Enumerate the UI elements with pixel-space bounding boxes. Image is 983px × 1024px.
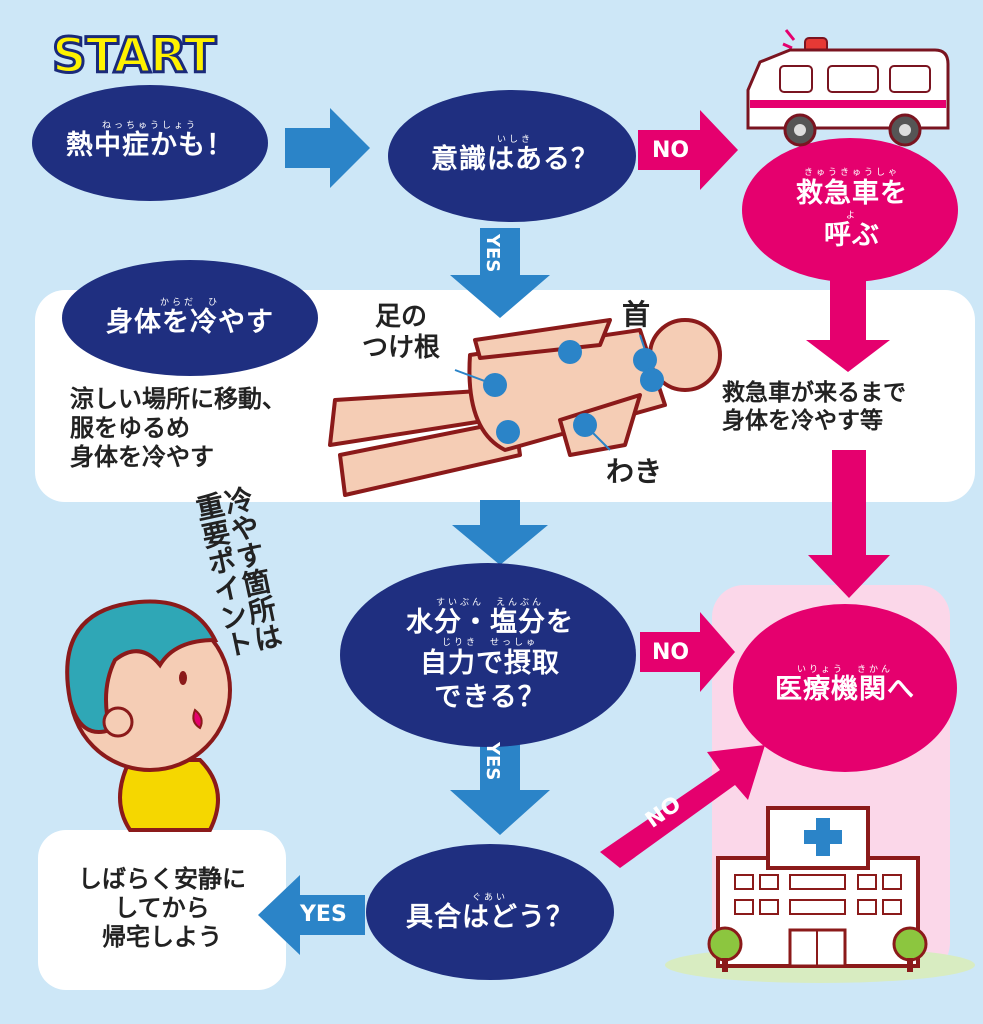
- rest-panel: [38, 830, 286, 990]
- no-label-1: NO: [652, 138, 690, 163]
- neck-point-1: [633, 348, 657, 372]
- arrow-start-to-conscious: [285, 108, 370, 188]
- start-label: START: [50, 27, 217, 86]
- groin-point-2: [483, 373, 507, 397]
- groin-point-1: [558, 340, 582, 364]
- groin-label: 足のつけ根: [362, 302, 441, 364]
- no-arrow-1: [638, 110, 738, 190]
- no-label-2: NO: [652, 640, 690, 665]
- ambulance-illustration: [746, 29, 950, 147]
- arrow-cool-to-water: [452, 500, 548, 565]
- neck-point-2: [640, 368, 664, 392]
- body-illustration: [328, 318, 722, 497]
- yes-label-3: YES: [300, 902, 347, 927]
- condition-label: ぐあい具合はどう？: [406, 892, 574, 934]
- cool-label: からだ ひ身体を冷やす: [106, 297, 274, 339]
- yes-label-2: YES: [482, 742, 503, 781]
- node-conscious: [388, 90, 636, 222]
- heatstroke-label: ねっちゅうしょう熱中症かも！: [66, 120, 234, 162]
- yes-label-1: YES: [482, 234, 503, 273]
- armpit-point-1: [496, 420, 520, 444]
- arrow-to-hospital: [808, 450, 890, 598]
- hospital-illustration: [665, 806, 975, 983]
- ambulance-label: きゅうきゅうしゃ救急車を よ呼ぶ: [796, 168, 908, 252]
- yes-arrow-3: [258, 875, 365, 955]
- cool-detail: 涼しい場所に移動、服をゆるめ身体を冷やす: [70, 385, 286, 471]
- yes-arrow-2: [450, 738, 550, 835]
- hospital-label: いりょう きかん医療機関へ: [775, 664, 915, 706]
- ambulance-detail: 救急車が来るまで身体を冷やす等: [722, 380, 906, 434]
- node-heatstroke: [32, 85, 268, 201]
- no-arrow-3: [600, 745, 765, 868]
- boy-illustration: [65, 599, 232, 832]
- node-water: [340, 563, 636, 747]
- neck-label: 首: [622, 298, 651, 331]
- arrow-ambulance-down: [806, 280, 890, 372]
- water-label: すいぶん えんぶん水分・塩分を じりき せっしゅ自力で摂取 できる？: [406, 597, 574, 714]
- rest-text: しばらく安静にしてから帰宅しよう: [78, 865, 246, 951]
- armpit-label: わき: [606, 455, 663, 488]
- node-cool: [62, 260, 318, 376]
- yes-arrow-1: [450, 228, 550, 318]
- conscious-label: いしき意識はある？: [431, 134, 599, 176]
- no-arrow-2: [640, 612, 735, 692]
- node-condition: [366, 844, 614, 980]
- node-ambulance: [742, 138, 958, 282]
- node-hospital: [733, 604, 957, 772]
